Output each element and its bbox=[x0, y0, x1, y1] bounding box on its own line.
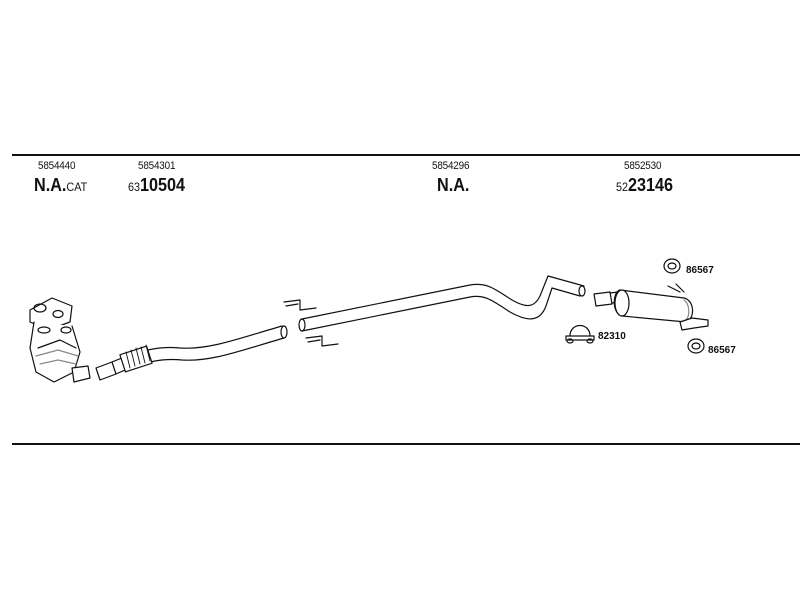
ref-catalyst-main: N.A. bbox=[34, 175, 67, 195]
clamp-icon bbox=[565, 324, 595, 344]
front-pipe bbox=[95, 325, 288, 381]
part-number-middle-pipe: 5854296 bbox=[432, 160, 470, 172]
ref-middle-pipe: N.A. bbox=[437, 175, 469, 196]
middle-pipe bbox=[298, 275, 586, 332]
top-rule bbox=[12, 154, 800, 156]
hanger-bracket-left bbox=[283, 299, 339, 347]
rubber-hanger-top-icon bbox=[663, 258, 681, 274]
ref-front-pipe-main: 10504 bbox=[140, 175, 186, 195]
ref-rear-silencer-prefix: 52 bbox=[616, 180, 629, 194]
rubber-hanger-bottom-icon bbox=[687, 338, 705, 354]
callout-hanger-top: 86567 bbox=[686, 265, 714, 276]
catalytic-converter bbox=[29, 297, 91, 383]
ref-front-pipe-prefix: 63 bbox=[128, 180, 141, 194]
callout-hanger-bottom: 86567 bbox=[708, 345, 736, 356]
callout-clamp: 82310 bbox=[598, 331, 626, 342]
ref-middle-pipe-main: N.A. bbox=[437, 175, 470, 195]
ref-rear-silencer: 5223146 bbox=[616, 175, 673, 196]
ref-catalyst-suffix: CAT bbox=[66, 180, 88, 194]
part-number-rear-silencer: 5852530 bbox=[624, 160, 662, 172]
bottom-rule bbox=[12, 443, 800, 445]
ref-catalyst: N.A.CAT bbox=[34, 175, 87, 196]
ref-rear-silencer-main: 23146 bbox=[628, 175, 674, 195]
ref-front-pipe: 6310504 bbox=[128, 175, 185, 196]
part-number-catalyst: 5854440 bbox=[38, 160, 76, 172]
rear-silencer bbox=[593, 283, 709, 331]
part-number-front-pipe: 5854301 bbox=[138, 160, 176, 172]
